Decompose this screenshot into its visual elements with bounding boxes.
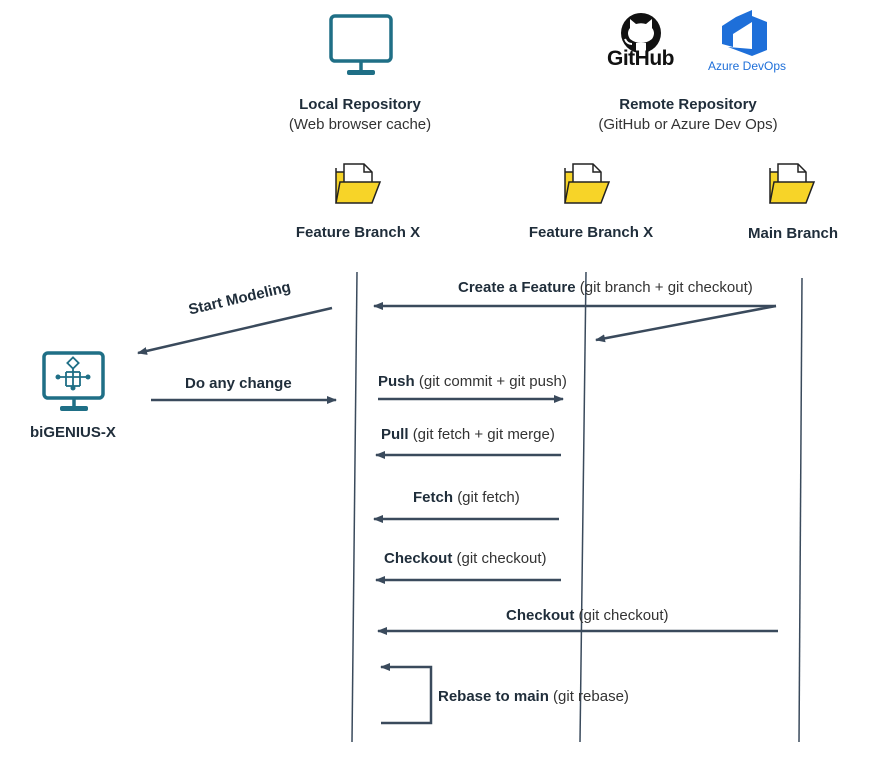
arrow-start-modeling — [137, 306, 333, 355]
lane-local-feature — [351, 271, 358, 743]
pull-label: Pull (git fetch + git merge) — [381, 426, 555, 443]
monitor-icon — [329, 14, 393, 75]
remote-repository-subtitle: (GitHub or Azure Dev Ops) — [598, 116, 778, 133]
arrow-rebase — [380, 663, 433, 725]
bigenius-app-label: biGENIUS-X — [30, 424, 116, 441]
fetch-label: Fetch (git fetch) — [413, 489, 520, 506]
do-any-change-label: Do any change — [185, 375, 292, 392]
main-branch-label: Main Branch — [747, 225, 838, 242]
rebase-label: Rebase to main (git rebase) — [438, 688, 629, 705]
folder-icon-local-feature — [335, 163, 382, 204]
lane-remote-feature — [579, 271, 587, 743]
github-logo-text: GitHub — [607, 47, 674, 70]
azure-devops-logo-icon — [722, 10, 767, 56]
folder-icon-remote-feature — [564, 163, 611, 204]
github-logo-icon — [621, 13, 661, 53]
push-label: Push (git commit + git push) — [378, 373, 567, 390]
bigenius-app-icon — [42, 351, 105, 411]
local-repository-title: Local Repository — [299, 96, 421, 113]
local-repository-subtitle: (Web browser cache) — [288, 116, 432, 133]
create-feature-label: Create a Feature (git branch + git check… — [458, 279, 753, 296]
remote-feature-branch-label: Feature Branch X — [528, 224, 654, 241]
lane-main — [798, 277, 803, 743]
arrow-create-feature-remote — [595, 304, 777, 343]
checkout-feature-label: Checkout (git checkout) — [384, 550, 547, 567]
folder-icon-main — [769, 163, 816, 204]
local-feature-branch-label: Feature Branch X — [295, 224, 421, 241]
azure-devops-logo-text: Azure DevOps — [708, 59, 787, 73]
remote-repository-title: Remote Repository — [619, 96, 757, 113]
checkout-main-label: Checkout (git checkout) — [506, 607, 669, 624]
